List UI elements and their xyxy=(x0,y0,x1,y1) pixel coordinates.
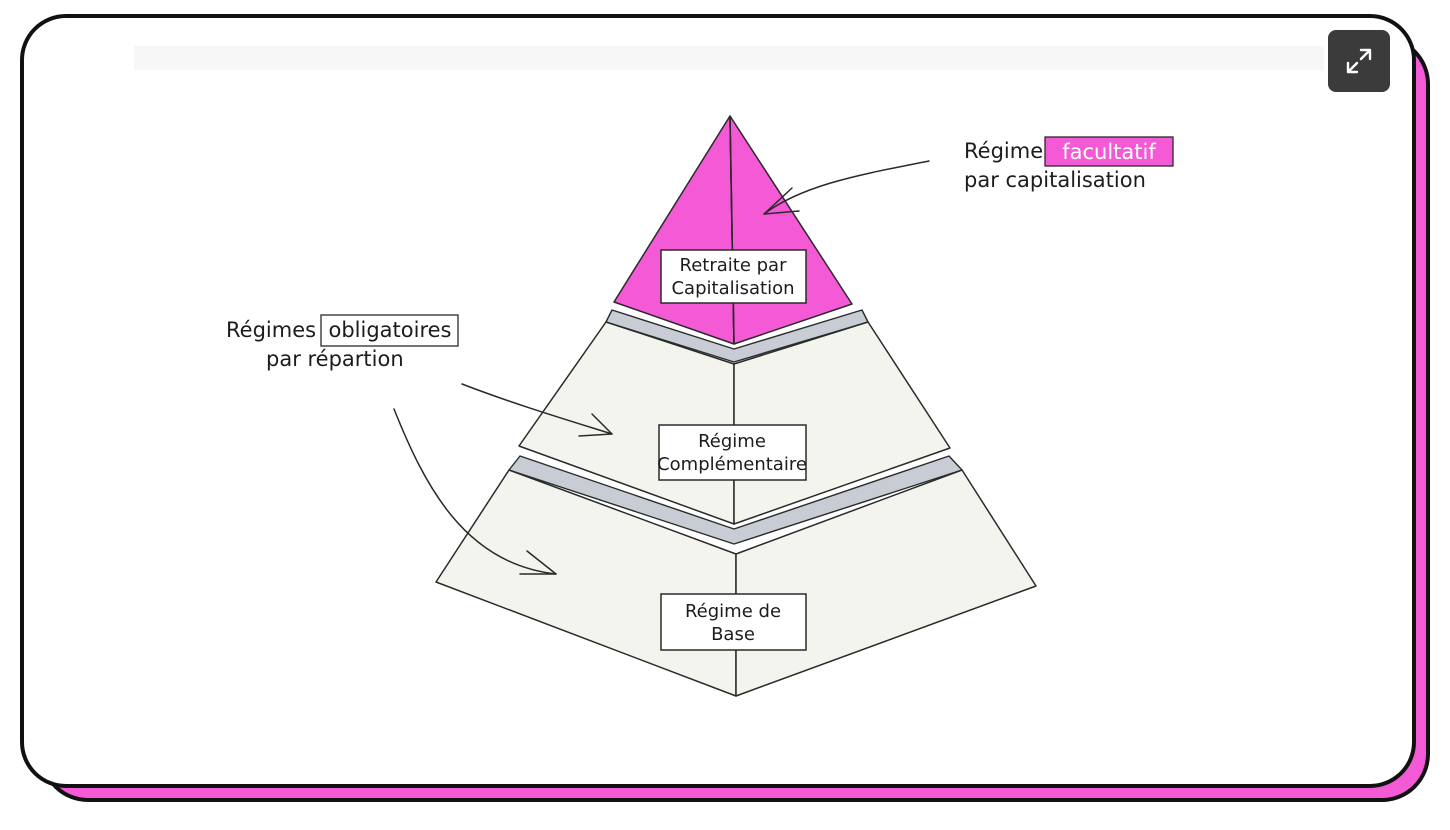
middle-tier-label-line1: Régime xyxy=(698,431,766,452)
base-tier: Régime de Base xyxy=(435,455,1037,697)
top-tier: Retraite par Capitalisation xyxy=(613,115,853,345)
top-tier-left-face xyxy=(613,115,735,345)
pension-pyramid-diagram: Régime de Base Régime Complémentaire xyxy=(134,46,1324,697)
middle-tier-label-box xyxy=(658,424,807,481)
top-tier-label-line2: Capitalisation xyxy=(671,278,794,299)
left-annotation-boxed: obligatoires xyxy=(329,318,452,342)
base-separator-band xyxy=(508,455,963,545)
top-tier-label-box xyxy=(660,249,807,304)
right-annotation-word1: Régime xyxy=(964,139,1043,163)
middle-tier-label-line2: Complémentaire xyxy=(657,454,807,475)
left-annotation: Régimes obligatoires par répartion xyxy=(226,314,613,575)
expand-button[interactable] xyxy=(1328,30,1390,92)
top-tier-label-line1: Retraite par xyxy=(680,255,788,276)
right-annotation-highlight-box xyxy=(1044,136,1174,167)
right-annotation-line2: par capitalisation xyxy=(964,168,1146,192)
middle-separator-band xyxy=(605,309,869,363)
left-annotation-boxed-frame xyxy=(320,314,459,347)
base-tier-label-box xyxy=(660,593,807,651)
diagram-card: Régime de Base Régime Complémentaire xyxy=(20,14,1416,788)
middle-tier: Régime Complémentaire xyxy=(518,309,951,525)
left-annotation-line2: par répartion xyxy=(266,347,404,371)
expand-icon xyxy=(1346,48,1372,74)
left-annotation-arrow-middle xyxy=(461,383,613,435)
top-tier-right-face xyxy=(729,115,853,345)
faded-header-strip xyxy=(134,46,1324,70)
left-annotation-word1: Régimes xyxy=(226,318,316,342)
base-tier-label-line2: Base xyxy=(711,624,755,645)
base-tier-label-line1: Régime de xyxy=(685,601,781,622)
right-annotation-arrow xyxy=(763,160,930,215)
right-annotation-highlight: facultatif xyxy=(1062,140,1156,164)
right-annotation: Régime facultatif par capitalisation xyxy=(763,136,1174,215)
left-annotation-arrow-base xyxy=(393,408,557,575)
